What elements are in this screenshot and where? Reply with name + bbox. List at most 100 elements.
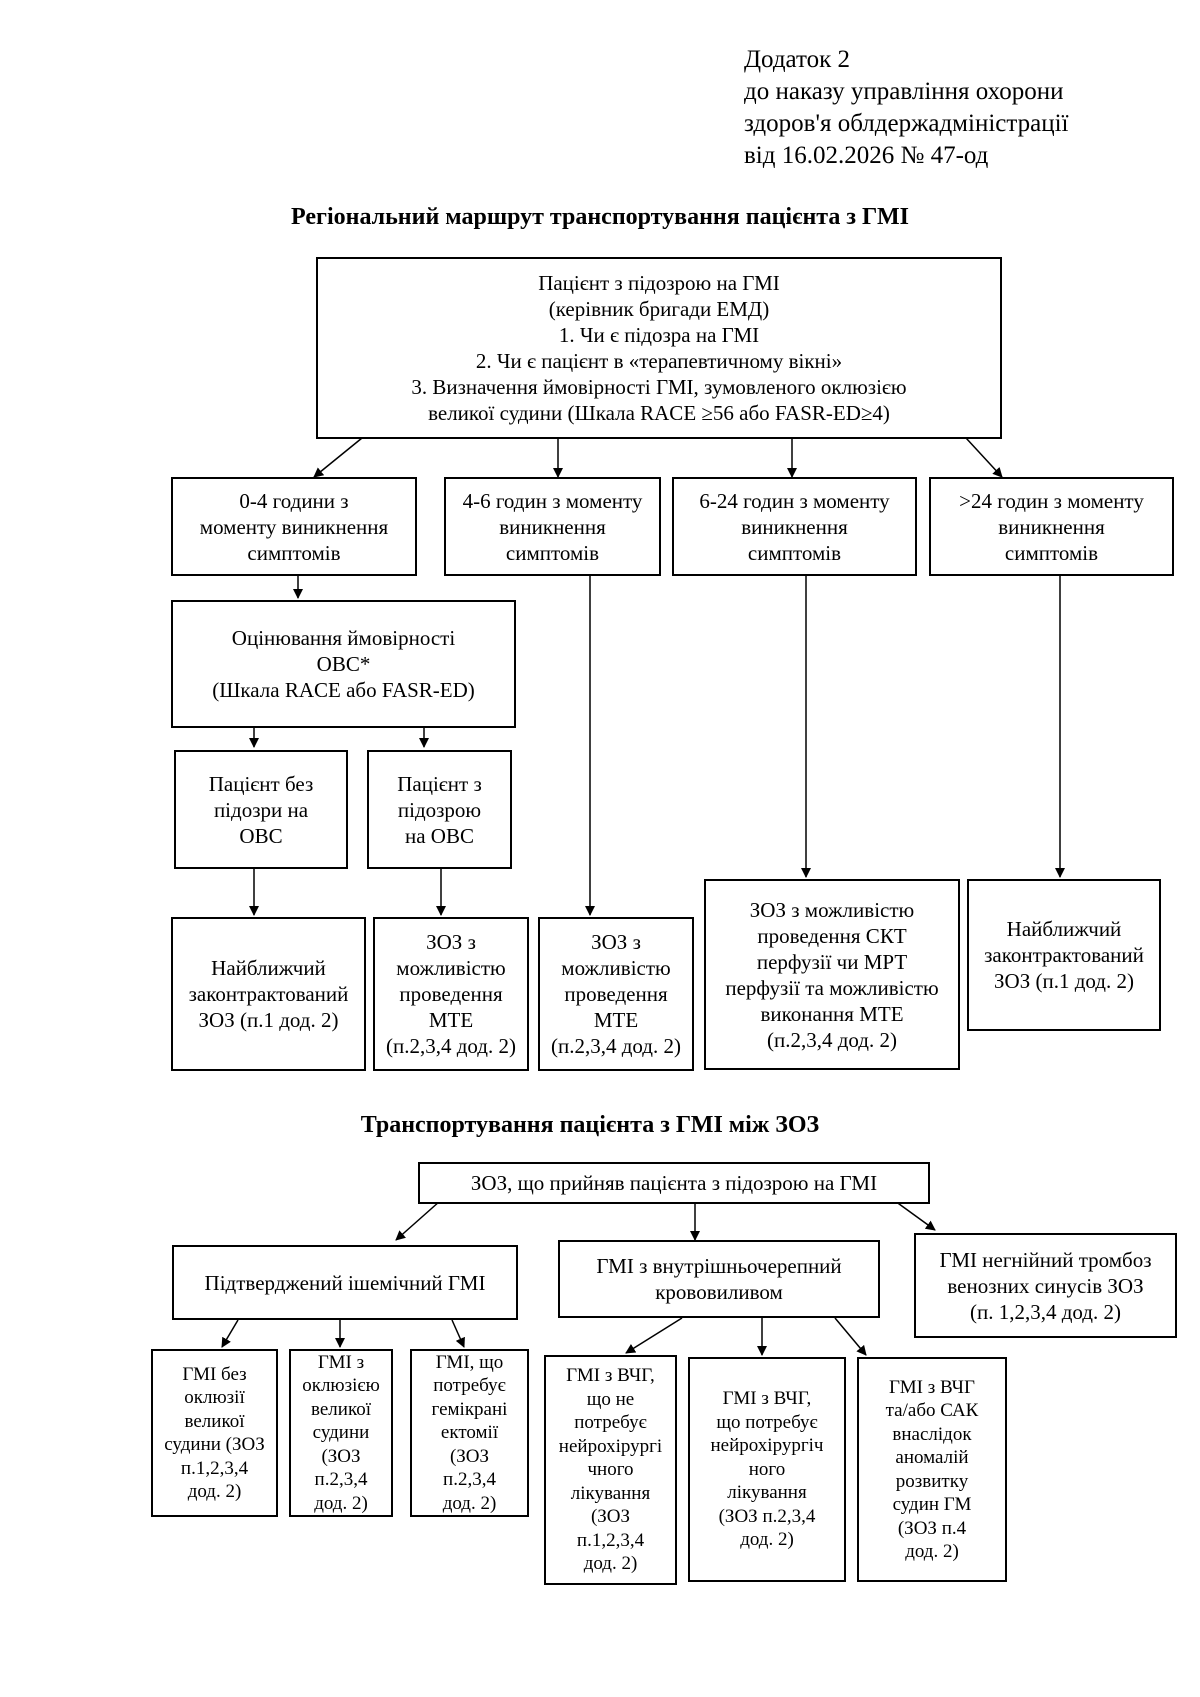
box-line: ГМІ з внутрішньочерепний: [596, 1254, 842, 1278]
box-line: Підтверджений ішемічний ГМІ: [204, 1270, 486, 1295]
box-line: Пацієнт без: [208, 771, 314, 796]
box-line: законтрактований: [188, 982, 349, 1006]
nearest-contracted-zoz-box: Найближчий законтрактований ЗОЗ (п.1 дод…: [967, 879, 1161, 1031]
box-line: (п.2,3,4 дод. 2): [767, 1027, 897, 1052]
window-6-24h-box: 6-24 годин з моменту виникнення симптомі…: [672, 477, 917, 576]
box-line: (Шкала RACE або FASR-ED): [212, 678, 475, 702]
box-line: 0-4 години з: [239, 488, 349, 513]
box-line: ЗОЗ (п.1 дод. 2): [994, 969, 1134, 993]
window-over-24h-box: >24 годин з моменту виникнення симптомів: [929, 477, 1174, 576]
box-line: на ОВС: [405, 823, 474, 848]
ovs-suspicion-box: Пацієнт з підозрою на ОВС: [367, 750, 512, 869]
box-line: проведення СКТ: [757, 923, 907, 948]
box-line: перфузії та можливістю: [725, 975, 939, 1000]
arrow-hemorrhage-to-no-surgery: [625, 1317, 683, 1354]
hemicraniectomy-box: ГМІ, що потребує гемікрані ектомії (ЗОЗ …: [410, 1349, 529, 1517]
box-line: симптомів: [747, 540, 842, 565]
no-occlusion-box: ГМІ без оклюзії великої судини (ЗОЗ п.1,…: [151, 1349, 278, 1517]
box-line: виникнення: [998, 514, 1105, 539]
box-line: 3. Визначення ймовірності ГМІ, зумовлено…: [411, 375, 907, 399]
box-line: дод. 2): [442, 1492, 497, 1514]
box-line: проведення: [564, 982, 668, 1006]
box-line: (п. 1,2,3,4 дод. 2): [970, 1299, 1121, 1324]
zoz-mte-box: ЗОЗ з можливістю проведення МТЕ (п.2,3,4…: [538, 917, 694, 1071]
box-line: симптомів: [247, 540, 341, 565]
box-line: потребує: [433, 1375, 506, 1397]
box-line: венозних синусів ЗОЗ: [947, 1273, 1144, 1298]
box-line: МТЕ: [593, 1008, 639, 1032]
diagram2-title: Транспортування пацієнта з ГМІ між ЗОЗ: [360, 1112, 820, 1138]
box-line: 1. Чи є підозра на ГМІ: [558, 323, 760, 347]
window-0-4h-box: 0-4 години з моменту виникнення симптомі…: [171, 477, 417, 576]
box-line: 6-24 годин з моменту: [699, 488, 890, 513]
box-line: дод. 2): [187, 1481, 242, 1502]
box-line: дод. 2): [583, 1553, 638, 1575]
confirmed-ischemic-box: Підтверджений ішемічний ГМІ: [172, 1245, 518, 1320]
no-ovs-suspicion-box: Пацієнт без підозри на ОВС: [174, 750, 348, 869]
box-line: Пацієнт з підозрою на ГМІ: [538, 271, 780, 295]
box-line: що потребує: [716, 1411, 818, 1433]
box-line: судин ГМ: [892, 1494, 972, 1515]
box-line: (ЗОЗ: [321, 1445, 361, 1467]
box-line: виконання МТЕ: [760, 1001, 904, 1026]
box-line: та/або САК: [885, 1400, 979, 1421]
arrow-ischemic-to-hemicraniectomy: [451, 1319, 465, 1348]
box-line: нейрохірургіч: [710, 1435, 824, 1457]
appendix-line: Додаток 2: [744, 46, 850, 73]
box-line: (ЗОЗ: [590, 1506, 631, 1528]
box-line: аномалій: [895, 1447, 969, 1468]
box-line: Пацієнт з: [397, 771, 482, 796]
box-line: ГМІ з ВЧГ,: [722, 1388, 812, 1410]
box-line: проведення: [399, 982, 503, 1006]
box-line: >24 годин з моменту: [959, 488, 1144, 513]
venous-sinus-thrombosis-box: ГМІ негнійний тромбоз венозних синусів З…: [914, 1233, 1177, 1338]
box-line: 4-6 годин з моменту: [462, 488, 643, 513]
arrow-zoz-to-thrombosis: [894, 1200, 936, 1231]
box-line: гемікрані: [431, 1398, 508, 1420]
box-line: МТЕ: [428, 1008, 474, 1032]
box-line: перфузії чи МРТ: [756, 949, 908, 974]
box-line: виникнення: [499, 514, 606, 539]
arrow-ischemic-to-no-occlusion: [221, 1319, 239, 1348]
box-line: ЗОЗ з: [591, 930, 641, 954]
box-line: симптомів: [1004, 540, 1099, 565]
box-line: великої: [184, 1410, 245, 1432]
box-line: ГМІ з: [317, 1351, 365, 1373]
arrow-root-to-0-4h: [313, 437, 363, 478]
box-line: законтрактований: [984, 943, 1144, 967]
box-line: 2. Чи є пацієнт в «терапевтичному вікні»: [475, 349, 843, 373]
box-line: судини (ЗОЗ: [164, 1434, 265, 1455]
nearest-contracted-zoz-box: Найближчий законтрактований ЗОЗ (п.1 дод…: [171, 917, 366, 1071]
appendix-line: здоров'я облдержадміністрації: [744, 110, 1069, 137]
box-line: дод. 2): [314, 1492, 368, 1514]
arrow-hemorrhage-to-anomalies: [834, 1317, 867, 1356]
box-line: п.1,2,3,4: [180, 1457, 249, 1479]
ich-no-surgery-box: ГМІ з ВЧГ, що не потребує нейрохірургі ч…: [544, 1355, 677, 1585]
box-line: Найближчий: [211, 956, 326, 980]
box-line: великої: [311, 1398, 371, 1420]
box-line: великої судини (Шкала RACE ≥56 або FASR-…: [428, 401, 890, 425]
box-line: (п.2,3,4 дод. 2): [551, 1034, 681, 1058]
box-line: ЗОЗ з: [426, 930, 476, 954]
box-line: крововиливом: [655, 1280, 783, 1304]
box-line: (ЗОЗ п.2,3,4: [718, 1505, 816, 1527]
box-line: ектомії: [440, 1422, 499, 1444]
box-line: дод. 2): [905, 1541, 959, 1562]
box-line: Оцінювання ймовірності: [231, 626, 456, 650]
box-line: ГМІ негнійний тромбоз: [939, 1247, 1152, 1272]
zoz-perfusion-mte-box: ЗОЗ з можливістю проведення СКТ перфузії…: [704, 879, 960, 1070]
box-line: (п.2,3,4 дод. 2): [386, 1034, 516, 1058]
box-line: потребує: [574, 1412, 647, 1434]
window-4-6h-box: 4-6 годин з моменту виникнення симптомів: [444, 477, 661, 576]
box-line: ГМІ з ВЧГ,: [566, 1365, 655, 1387]
box-line: підозри на: [213, 797, 309, 822]
box-line: виникнення: [741, 514, 848, 539]
box-line: розвитку: [895, 1470, 969, 1492]
box-line: ного: [748, 1458, 786, 1480]
box-line: (керівник бригади ЕМД): [548, 297, 770, 321]
box-line: (ЗОЗ: [449, 1445, 490, 1467]
box-line: п.2,3,4: [443, 1469, 496, 1491]
box-line: нейрохірургі: [558, 1435, 663, 1457]
box-line: дод. 2): [740, 1529, 794, 1551]
